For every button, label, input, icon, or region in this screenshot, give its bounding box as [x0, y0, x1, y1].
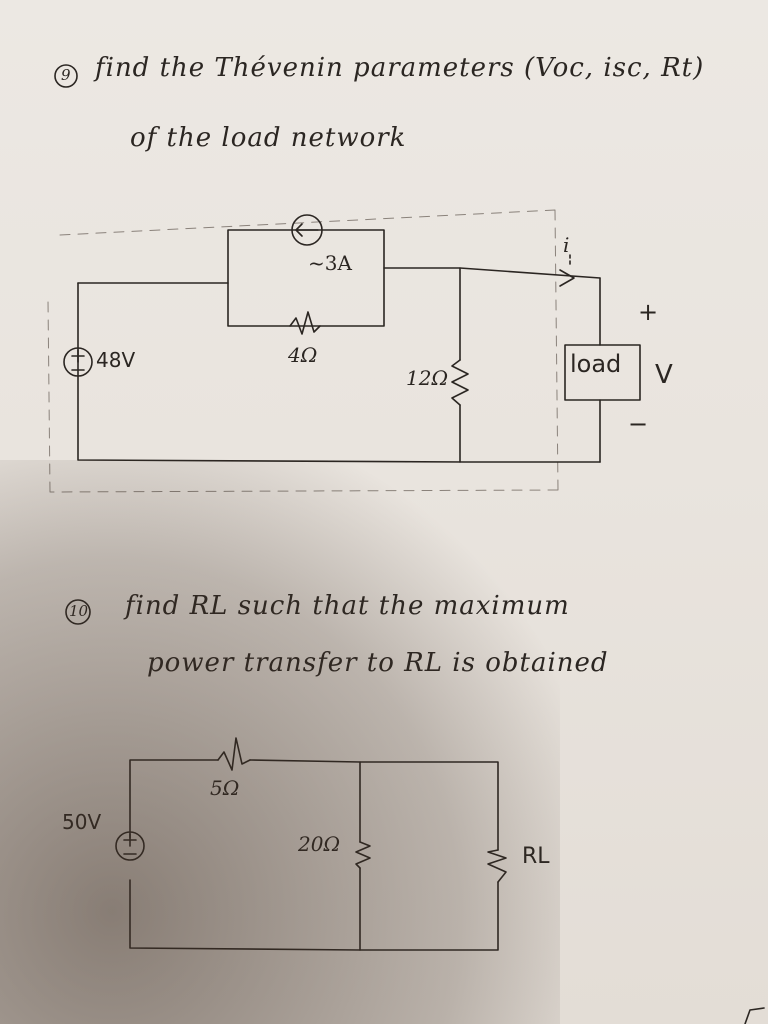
resistor-20ohm-label: 20Ω	[298, 832, 341, 856]
problem9-number: 9	[61, 66, 71, 84]
voltage-source-50v-label: 50V	[62, 810, 102, 834]
circuit9-top-right-wire	[383, 267, 601, 279]
problem10-line1: find RL such that the maximum	[125, 591, 570, 621]
current-source-symbol	[291, 214, 323, 246]
corner-mark	[744, 1007, 765, 1024]
voltage-minus-label: −	[628, 410, 649, 438]
circuit9-parallel-box	[227, 229, 385, 327]
voltage-source-48v-label: 48V	[96, 348, 136, 372]
current-source-arrow	[295, 223, 319, 237]
circuit9-left-wire	[77, 282, 601, 463]
current-arrow	[559, 269, 575, 287]
problem9-number-circle	[54, 64, 78, 88]
problem9-line1: find the Thévenin parameters (Voc, isc, …	[95, 53, 705, 83]
resistor-5ohm-label: 5Ω	[210, 776, 240, 800]
resistor-20ohm	[355, 841, 371, 869]
problem9-line2: of the load network	[130, 123, 407, 153]
voltage-source-48v	[63, 347, 93, 377]
problem10-number: 10	[69, 602, 89, 620]
voltage-plus-label: +	[638, 298, 659, 326]
current-label: i	[563, 233, 570, 257]
resistor-12ohm-label: 12Ω	[406, 366, 449, 390]
voltage-label: V	[655, 360, 673, 390]
problem10-line2: power transfer to RL is obtained	[147, 648, 609, 678]
load-label: load	[570, 350, 622, 378]
resistor-rl-label: RL	[522, 844, 550, 869]
current-source-label: ~3A	[308, 251, 352, 275]
resistor-rl	[487, 849, 507, 883]
load-box	[564, 344, 641, 401]
resistor-4ohm-label: 4Ω	[288, 343, 318, 367]
resistor-4ohm	[289, 311, 321, 335]
resistor-5ohm	[217, 737, 251, 771]
resistor-12ohm	[451, 359, 469, 406]
